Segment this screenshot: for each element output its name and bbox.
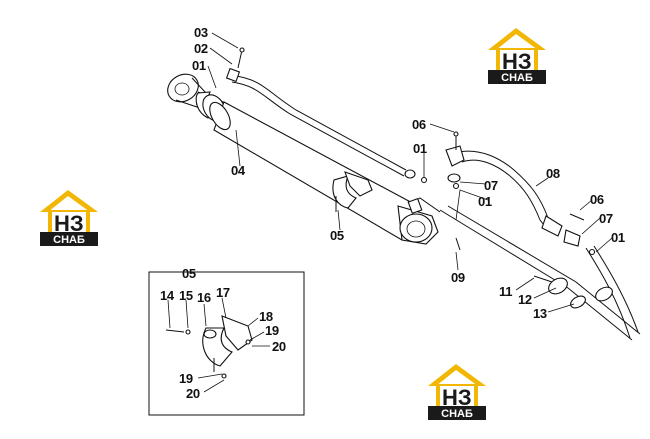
label-19: 19 xyxy=(179,371,193,386)
label-17: 17 xyxy=(216,285,230,300)
label-20: 20 xyxy=(272,339,286,354)
logo-caption: СНАБ xyxy=(441,408,473,420)
label-15: 15 xyxy=(179,288,193,303)
hydraulic-tube-lower xyxy=(439,205,641,341)
label-09: 09 xyxy=(451,270,465,285)
base-eye xyxy=(399,213,433,243)
label-07: 07 xyxy=(484,178,498,193)
pipe-clamp-mid xyxy=(332,175,357,209)
label-13: 13 xyxy=(533,306,547,321)
snab-logo: НЗ СНАБ xyxy=(428,364,486,420)
label-06: 06 xyxy=(412,117,426,132)
label-11: 11 xyxy=(499,284,512,299)
logo-letters: НЗ xyxy=(502,49,532,74)
logo-caption: СНАБ xyxy=(501,72,533,84)
fasteners xyxy=(237,47,596,283)
label-07: 07 xyxy=(599,211,613,226)
logo-roof xyxy=(488,28,546,50)
label-01: 01 xyxy=(413,141,427,156)
snab-logo: НЗ СНАБ xyxy=(40,190,98,246)
hydraulic-tube-upper xyxy=(231,75,407,177)
hydraulic-hose-08 xyxy=(457,150,557,231)
logo-caption: СНАБ xyxy=(53,234,85,246)
rod-eye xyxy=(167,73,199,103)
label-06: 06 xyxy=(590,192,604,207)
cylinder-assembly xyxy=(167,73,441,245)
label-01: 01 xyxy=(611,230,625,245)
logo-letters: НЗ xyxy=(54,211,84,236)
part-labels: 03 02 01 04 06 01 07 01 08 06 07 01 05 0… xyxy=(160,25,625,401)
leader-lines xyxy=(207,32,613,313)
logo-caption-bar xyxy=(488,70,546,84)
label-12: 12 xyxy=(518,292,532,307)
label-05-detail: 05 xyxy=(182,266,196,281)
label-01: 01 xyxy=(192,58,206,73)
label-02: 02 xyxy=(194,41,208,56)
label-19: 19 xyxy=(265,323,279,338)
snab-logo: НЗ СНАБ xyxy=(488,28,546,84)
label-03: 03 xyxy=(194,25,208,40)
label-01: 01 xyxy=(478,194,492,209)
label-08: 08 xyxy=(546,166,560,181)
label-20: 20 xyxy=(186,386,200,401)
logo-letters: НЗ xyxy=(442,385,472,410)
detail-box-05 xyxy=(148,271,305,416)
label-05: 05 xyxy=(330,228,344,243)
label-04: 04 xyxy=(231,163,246,178)
label-16: 16 xyxy=(197,290,211,305)
label-18: 18 xyxy=(259,309,273,324)
label-14: 14 xyxy=(160,288,175,303)
